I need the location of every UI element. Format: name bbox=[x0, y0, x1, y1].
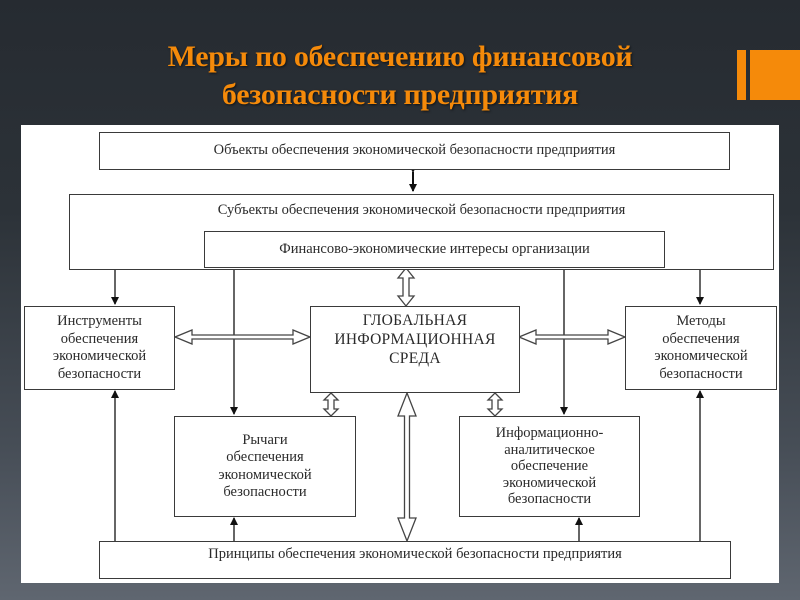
methods-label: Методы обеспечения экономической безопас… bbox=[654, 313, 748, 382]
levers-box: Рычаги обеспечения экономической безопас… bbox=[174, 416, 356, 517]
instruments-label: Инструменты обеспечения экономической бе… bbox=[52, 313, 147, 382]
principles-box: Принципы обеспечения экономической безоп… bbox=[99, 541, 731, 579]
interests-global-hollow-arrow bbox=[396, 266, 416, 308]
subjects-label: Субъекты обеспечения экономической безоп… bbox=[217, 202, 626, 218]
objects-box: Объекты обеспечения экономической безопа… bbox=[99, 132, 730, 170]
info-analytic-box: Информационно- аналитическое обеспечение… bbox=[459, 416, 640, 517]
global-levers-hollow-arrow bbox=[322, 392, 340, 417]
info-analytic-label: Информационно- аналитическое обеспечение… bbox=[495, 425, 604, 508]
methods-box: Методы обеспечения экономической безопас… bbox=[625, 306, 777, 390]
slide-title-line-1: Меры по обеспечению финансовой bbox=[167, 40, 633, 73]
global-environment-box: ГЛОБАЛЬНАЯ ИНФОРМАЦИОННАЯ СРЕДА bbox=[310, 306, 520, 393]
slide-title-line-2: безопасности предприятия bbox=[221, 78, 579, 111]
financial-interests-label: Финансово-экономические интересы организ… bbox=[279, 240, 590, 257]
levers-label: Рычаги обеспечения экономической безопас… bbox=[218, 431, 312, 501]
global-principles-hollow-arrow bbox=[397, 391, 417, 543]
global-methods-hollow-arrow bbox=[517, 329, 627, 345]
slide-title: Меры по обеспечению финансовой безопасно… bbox=[60, 38, 740, 114]
principles-label: Принципы обеспечения экономической безоп… bbox=[208, 546, 622, 562]
global-environment-label: ГЛОБАЛЬНАЯ ИНФОРМАЦИОННАЯ СРЕДА bbox=[334, 312, 496, 367]
accent-bar-wide bbox=[750, 50, 800, 100]
global-info-hollow-arrow bbox=[486, 392, 504, 417]
objects-label: Объекты обеспечения экономической безопа… bbox=[213, 142, 616, 159]
accent-bar-thin bbox=[737, 50, 746, 100]
financial-interests-box: Финансово-экономические интересы организ… bbox=[204, 231, 665, 268]
instruments-global-hollow-arrow bbox=[173, 329, 312, 345]
instruments-box: Инструменты обеспечения экономической бе… bbox=[24, 306, 175, 390]
